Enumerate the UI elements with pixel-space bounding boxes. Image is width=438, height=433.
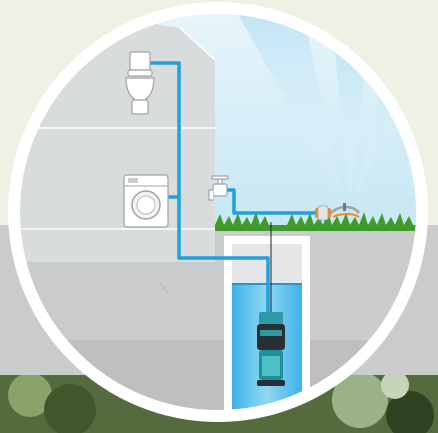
toilet-icon xyxy=(125,51,155,115)
tap-icon xyxy=(208,175,229,201)
pump-icon xyxy=(257,312,285,386)
circle-border xyxy=(16,10,420,414)
pipe-network xyxy=(150,61,318,318)
washing-machine-icon xyxy=(123,174,169,228)
sprinkler-icon xyxy=(315,203,360,221)
grass xyxy=(215,212,418,231)
